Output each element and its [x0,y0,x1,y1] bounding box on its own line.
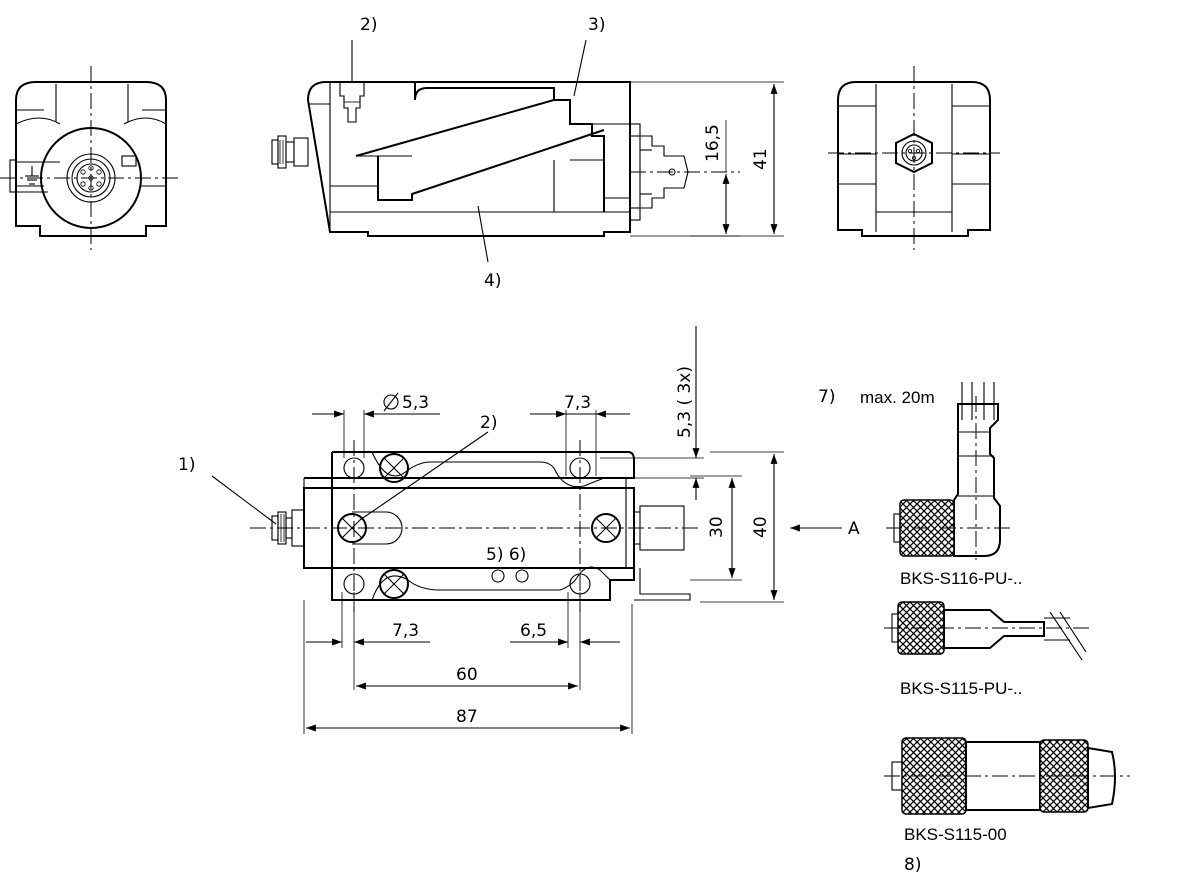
view-arrow-label: A [848,519,860,539]
plan-view [211,326,842,734]
connector-label-3: BKS-S115-00 [904,825,1007,844]
callout-4: 4) [484,271,501,291]
callout-2-top: 2) [360,15,377,35]
dim-length-60: 60 [456,665,478,685]
callout-2-plan: 2) [480,413,497,433]
dim-offset-6-5: 6,5 [520,621,547,641]
rear-view [828,66,1000,250]
callout-5-6: 5) 6) [486,545,526,565]
connector-label-1: BKS-S116-PU-.. [900,569,1023,588]
connector-straight-cable [884,601,1090,661]
connector-label-2: BKS-S115-PU-.. [900,679,1023,698]
side-view [271,81,784,237]
dim-pitch-bottom: 7,3 [392,621,419,641]
dim-height-41: 41 [751,148,771,170]
callout-8: 8) [904,855,921,875]
connector-field-attachable [884,737,1130,815]
callout-3: 3) [588,15,605,35]
dim-hole-diameter: 5,3 [402,393,429,413]
callout-1: 1) [178,455,195,475]
dim-width-30: 30 [707,516,727,538]
connector-angled [886,382,1010,560]
dim-length-87: 87 [456,707,478,727]
dim-height-16-5: 16,5 [703,124,723,162]
cable-length-note: max. 20m [860,388,935,407]
front-view [0,66,178,250]
callout-7: 7) [818,387,835,407]
dim-slot-3x: 5,3 ( 3x) [675,366,695,438]
dim-width-40: 40 [751,516,771,538]
ground-icon [25,166,39,185]
diameter-icon [383,392,399,412]
dim-pitch-top: 7,3 [564,393,591,413]
